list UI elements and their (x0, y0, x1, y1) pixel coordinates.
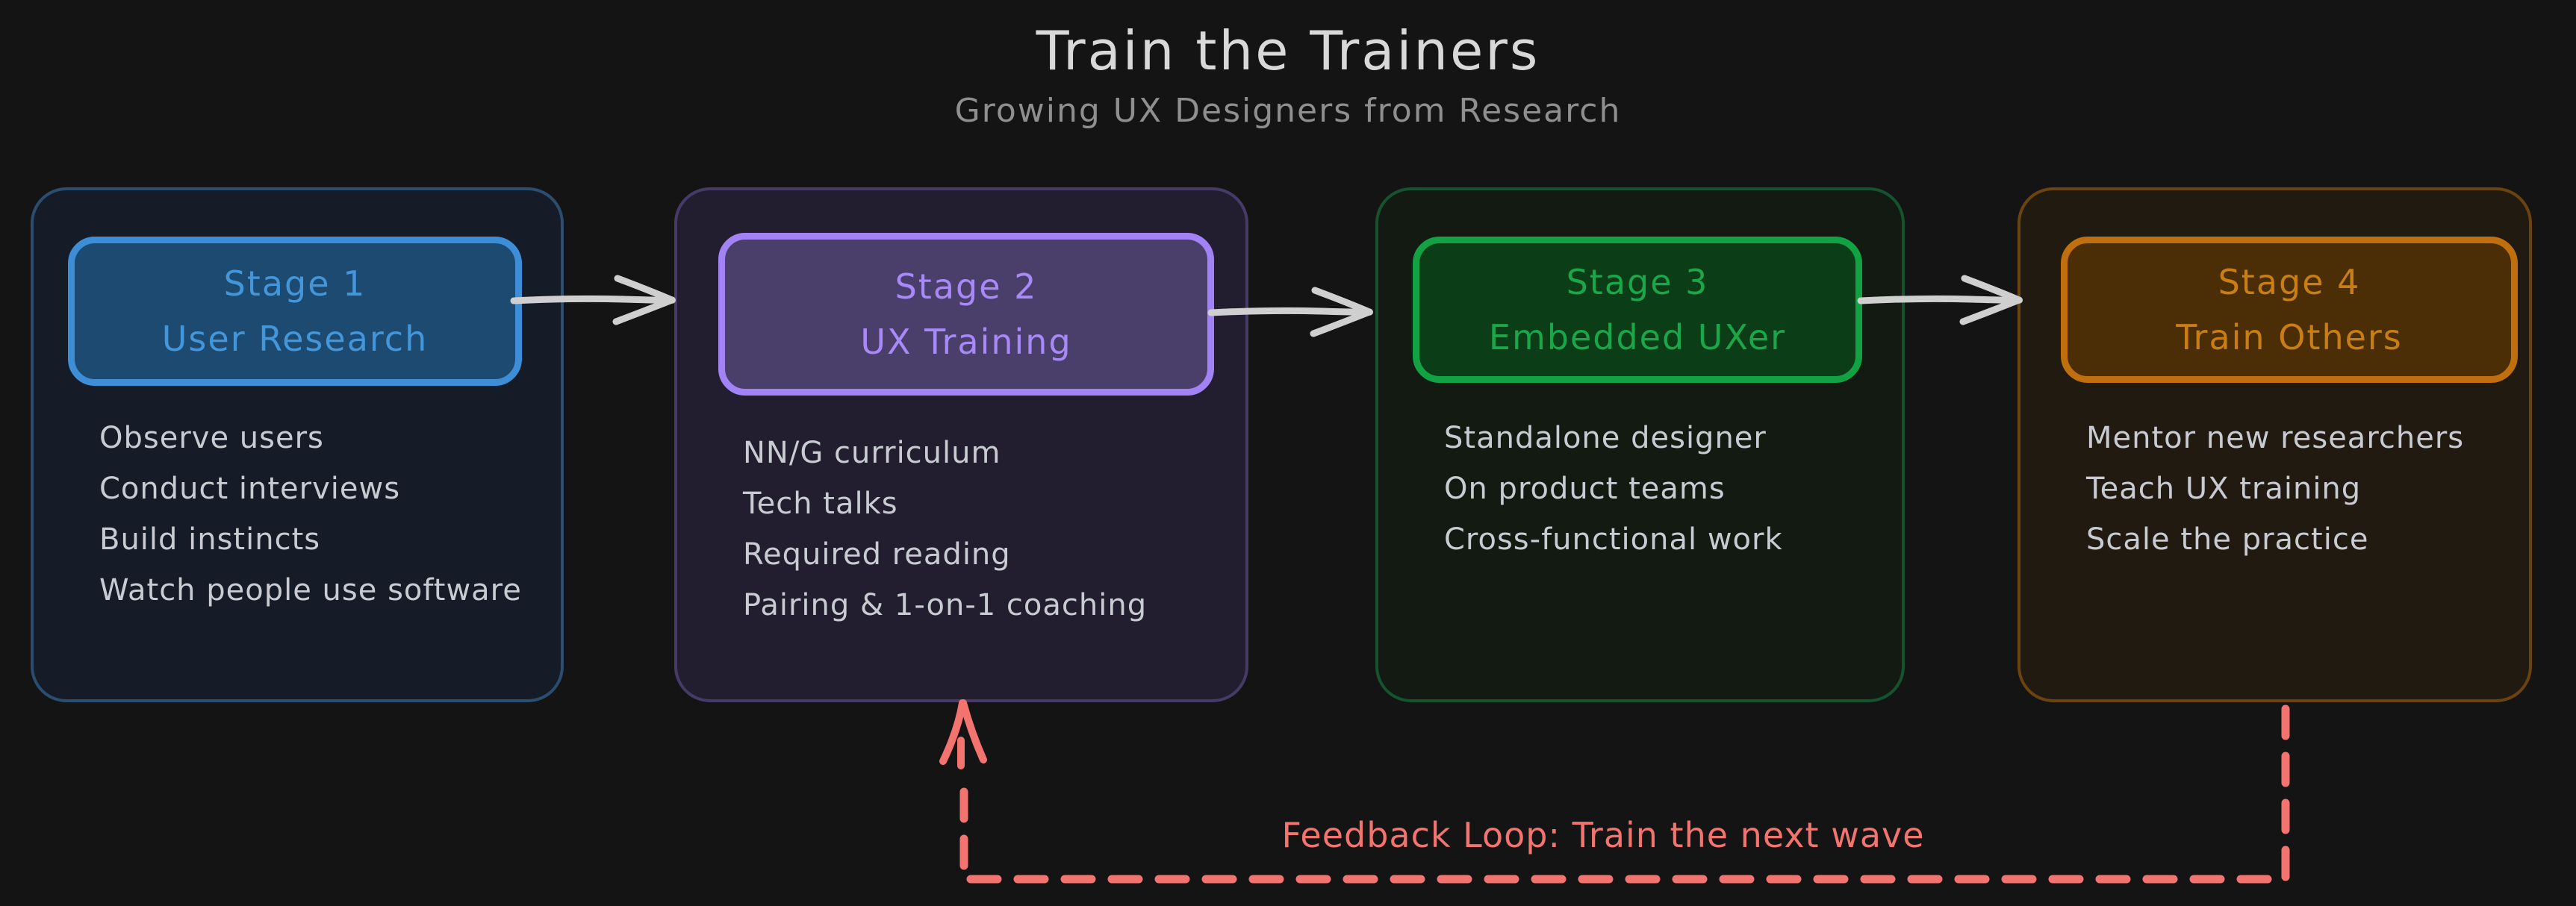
stage-item: Standalone designer (1444, 421, 1767, 455)
stage-name: User Research (161, 319, 429, 359)
diagram-title: Train the Trainers (1036, 19, 1540, 82)
stage-item: Observe users (99, 421, 324, 455)
stage-card-ux-training: Stage 2 UX Training NN/G curriculum Tech… (674, 187, 1248, 702)
stage-item-list: Mentor new researchers Teach UX training… (2086, 413, 2464, 565)
stage-item: Required reading (743, 537, 1011, 572)
stage-label: Stage 3 (1566, 262, 1709, 302)
stage-item: Teach UX training (2086, 472, 2362, 506)
stage-item: Conduct interviews (99, 472, 401, 506)
arrow-right-icon-stage2-stage3 (1207, 287, 1373, 337)
stage-item-list: Standalone designer On product teams Cro… (1444, 413, 1783, 565)
stage-card-user-research: Stage 1 User Research Observe users Cond… (31, 187, 564, 702)
stage-item: Tech talks (743, 487, 898, 521)
stage-header: Stage 2 UX Training (718, 233, 1214, 396)
arrow-right-icon-stage1-stage2 (510, 275, 676, 325)
stage-item: Watch people use software (99, 573, 522, 607)
stage-card-train-others: Stage 4 Train Others Mentor new research… (2017, 187, 2532, 702)
stage-name: UX Training (860, 322, 1072, 362)
stage-item: Scale the practice (2086, 522, 2369, 557)
stage-name: Train Others (2176, 317, 2403, 357)
stage-header: Stage 4 Train Others (2061, 237, 2518, 383)
stage-item: Pairing & 1-on-1 coaching (743, 588, 1148, 622)
stage-header: Stage 3 Embedded UXer (1413, 237, 1862, 383)
stage-label: Stage 4 (2218, 262, 2361, 302)
feedback-loop-label: Feedback Loop: Train the next wave (1281, 815, 1925, 855)
stage-card-embedded-uxer: Stage 3 Embedded UXer Standalone designe… (1375, 187, 1905, 702)
stage-item: On product teams (1444, 472, 1726, 506)
stage-name: Embedded UXer (1488, 317, 1787, 357)
stage-item: Build instincts (99, 522, 321, 557)
stage-item: Mentor new researchers (2086, 421, 2465, 455)
stage-item: NN/G curriculum (743, 436, 1001, 470)
stage-label: Stage 2 (895, 266, 1038, 307)
stage-item: Cross-functional work (1444, 522, 1783, 557)
arrow-right-icon-stage3-stage4 (1857, 275, 2023, 325)
stage-item-list: NN/G curriculum Tech talks Required read… (743, 428, 1147, 631)
stage-label: Stage 1 (223, 263, 367, 304)
stage-item-list: Observe users Conduct interviews Build i… (99, 413, 522, 616)
diagram-subtitle: Growing UX Designers from Research (954, 92, 1622, 130)
stage-header: Stage 1 User Research (68, 237, 522, 386)
